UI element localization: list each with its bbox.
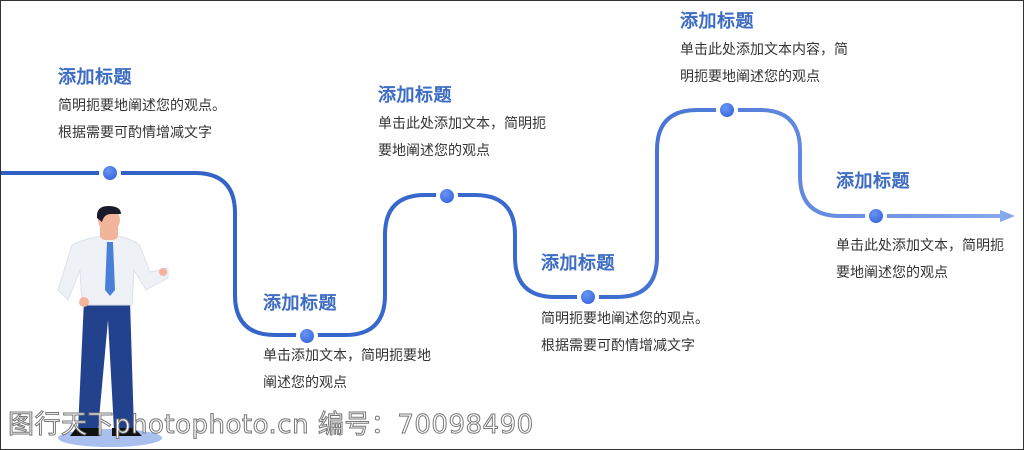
step-4: 添加标题 简明扼要地阐述您的观点。 根据需要可酌情增减文字 [541,252,709,360]
step-desc: 单击此处添加文本，简明扼 [836,238,1004,254]
step-title: 添加标题 [378,85,452,106]
timeline-node [436,185,458,207]
timeline-node [865,205,887,227]
step-desc: 阐述您的观点 [263,375,347,391]
timeline-node [716,99,738,121]
step-desc: 简明扼要地阐述您的观点。 [541,311,709,327]
step-desc: 根据需要可酌情增减文字 [58,125,212,141]
step-title: 添加标题 [680,11,754,32]
step-6: 添加标题 单击此处添加文本，简明扼 要地阐述您的观点 [836,170,1004,287]
timeline-node [577,286,599,308]
step-desc: 单击添加文本，简明扼要地 [263,348,431,364]
step-5: 添加标题 单击此处添加文本内容，简 明扼要地阐述您的观点 [680,10,848,91]
step-title: 添加标题 [836,171,910,192]
arrow-head-icon [1000,210,1015,222]
step-desc: 单击此处添加文本，简明扼 [378,116,546,132]
step-desc: 简明扼要地阐述您的观点。 [58,98,226,114]
timeline-line [0,108,1003,337]
businessman-illustration [57,206,169,447]
step-2: 添加标题 单击添加文本，简明扼要地 阐述您的观点 [263,292,431,397]
watermark: 图行天下photophoto.cn 编号：70098490 [8,410,534,441]
timeline-node [99,162,121,184]
step-desc: 根据需要可酌情增减文字 [541,338,695,354]
step-title: 添加标题 [58,67,132,88]
step-desc: 单击此处添加文本内容，简 [680,42,848,58]
step-desc: 明扼要地阐述您的观点 [680,69,820,85]
step-desc: 要地阐述您的观点 [836,265,948,281]
step-title: 添加标题 [263,293,337,314]
step-1: 添加标题 简明扼要地阐述您的观点。 根据需要可酌情增减文字 [58,66,226,147]
step-title: 添加标题 [541,253,615,274]
step-3: 添加标题 单击此处添加文本，简明扼 要地阐述您的观点 [378,84,546,165]
timeline-node [296,325,318,347]
step-desc: 要地阐述您的观点 [378,143,490,159]
